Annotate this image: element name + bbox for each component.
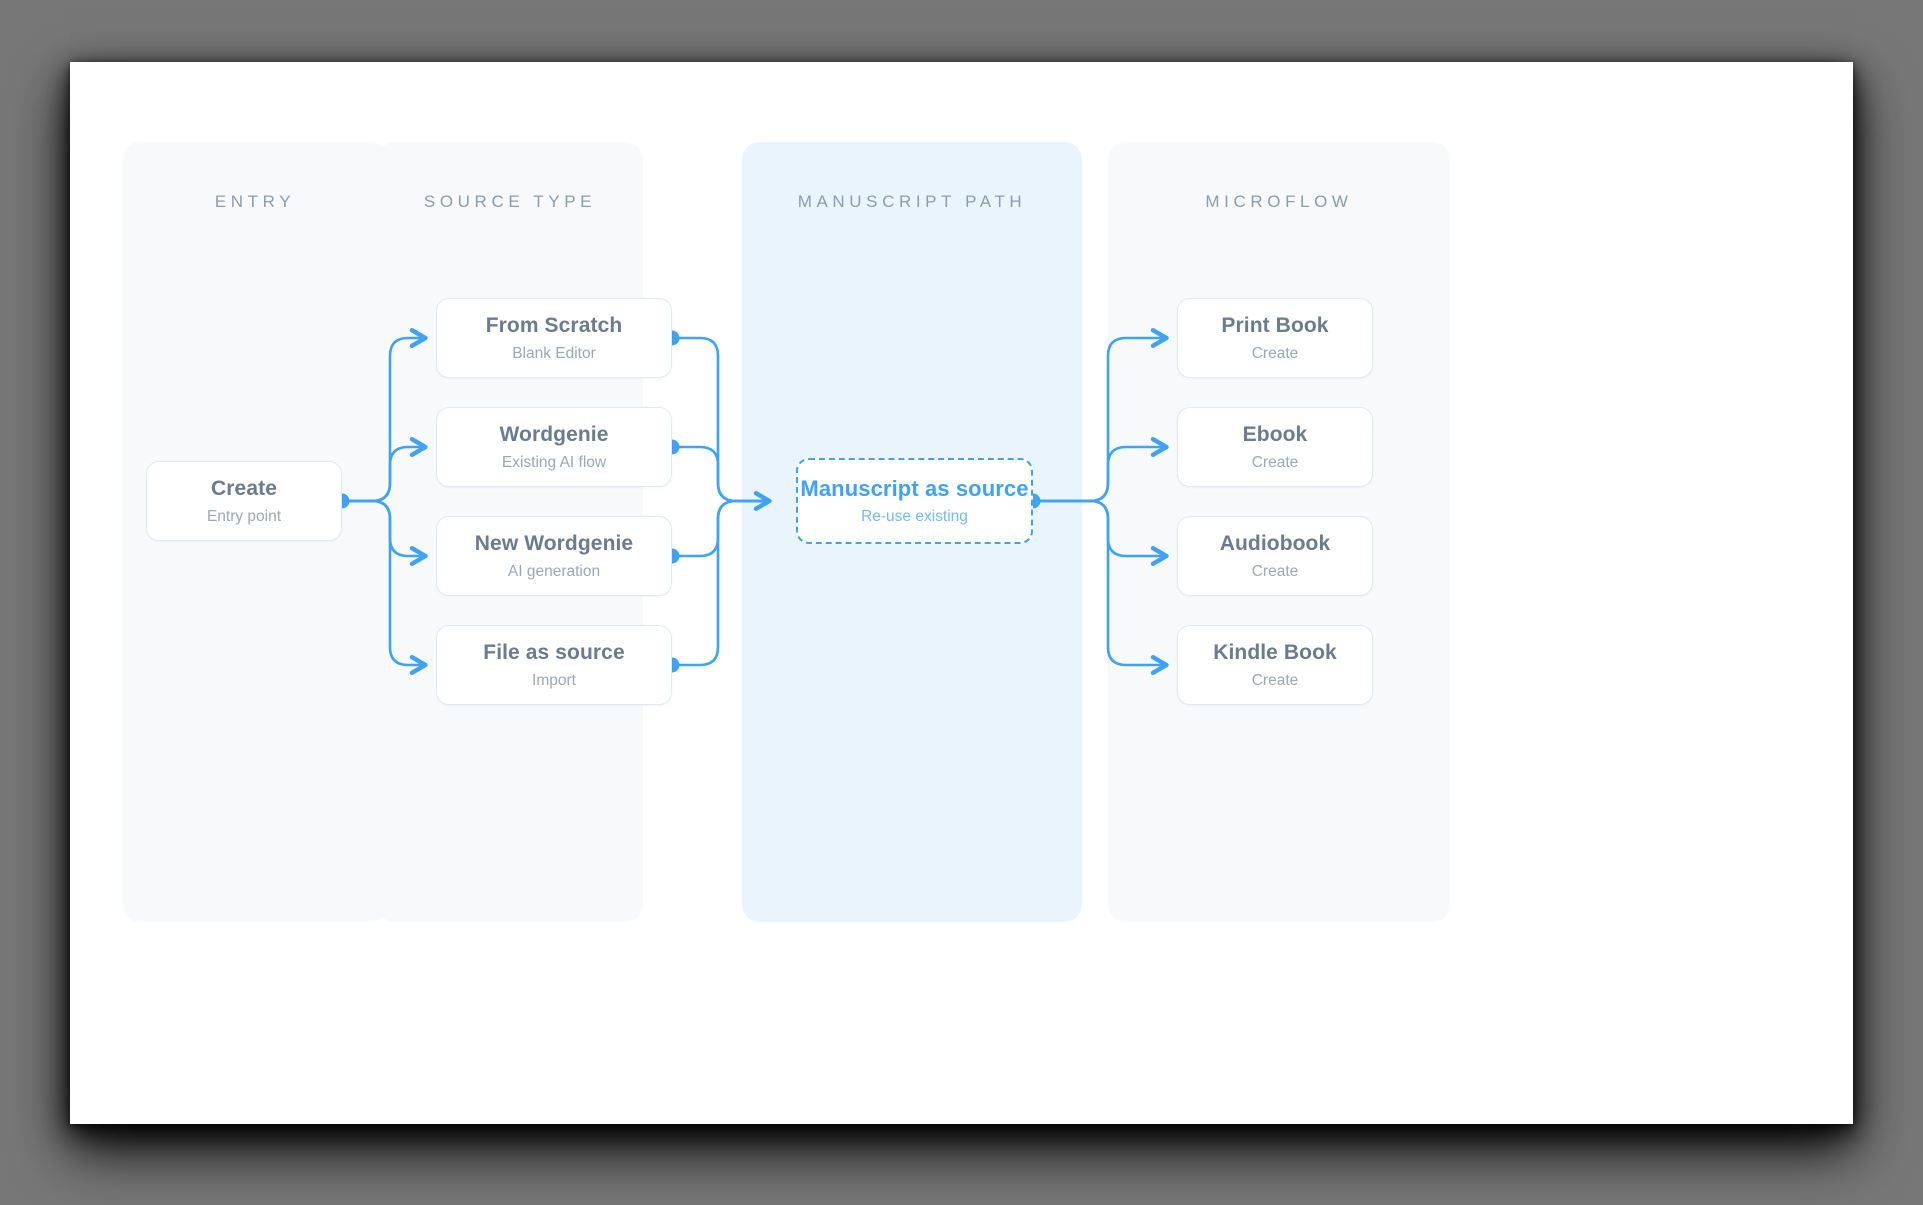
node-manuscript-as-source[interactable]: Manuscript as source Re-use existing (796, 458, 1033, 544)
node-print-book-subtitle: Create (1251, 344, 1299, 362)
node-from-scratch[interactable]: From Scratch Blank Editor (436, 298, 672, 378)
node-kindle-book-subtitle: Create (1251, 671, 1299, 689)
column-title-source-type: SOURCE TYPE (423, 192, 597, 211)
diagram-canvas: ENTRY SOURCE TYPE MANUSCRIPT PATH MICROF… (70, 62, 1853, 1124)
node-wordgenie-subtitle: Existing AI flow (501, 453, 607, 471)
node-audiobook-subtitle: Create (1251, 562, 1299, 580)
node-wordgenie-title: Wordgenie (499, 422, 609, 446)
node-ebook[interactable]: Ebook Create (1177, 407, 1373, 487)
node-file-as-source[interactable]: File as source Import (436, 625, 672, 705)
node-file-as-source-title: File as source (483, 640, 625, 664)
node-file-as-source-subtitle: Import (532, 671, 576, 689)
node-print-book[interactable]: Print Book Create (1177, 298, 1373, 378)
node-wordgenie[interactable]: Wordgenie Existing AI flow (436, 407, 672, 487)
node-manuscript-as-source-title: Manuscript as source (800, 475, 1029, 501)
column-title-entry: ENTRY (214, 192, 296, 211)
node-create-title: Create (211, 476, 277, 500)
column-title-manuscript-path: MANUSCRIPT PATH (797, 192, 1027, 211)
node-from-scratch-subtitle: Blank Editor (512, 344, 596, 362)
node-audiobook-title: Audiobook (1219, 531, 1331, 555)
node-audiobook[interactable]: Audiobook Create (1177, 516, 1373, 596)
node-print-book-title: Print Book (1221, 313, 1329, 337)
node-ebook-title: Ebook (1242, 422, 1308, 446)
column-title-microflow: MICROFLOW (1205, 192, 1353, 211)
node-new-wordgenie-subtitle: AI generation (507, 562, 601, 580)
node-ebook-subtitle: Create (1251, 453, 1299, 471)
node-kindle-book[interactable]: Kindle Book Create (1177, 625, 1373, 705)
node-create[interactable]: Create Entry point (146, 461, 342, 541)
node-create-subtitle: Entry point (206, 507, 282, 525)
node-new-wordgenie[interactable]: New Wordgenie AI generation (436, 516, 672, 596)
node-new-wordgenie-title: New Wordgenie (474, 531, 634, 555)
node-kindle-book-title: Kindle Book (1213, 640, 1337, 664)
node-manuscript-as-source-subtitle: Re-use existing (861, 508, 968, 526)
node-from-scratch-title: From Scratch (485, 313, 623, 337)
